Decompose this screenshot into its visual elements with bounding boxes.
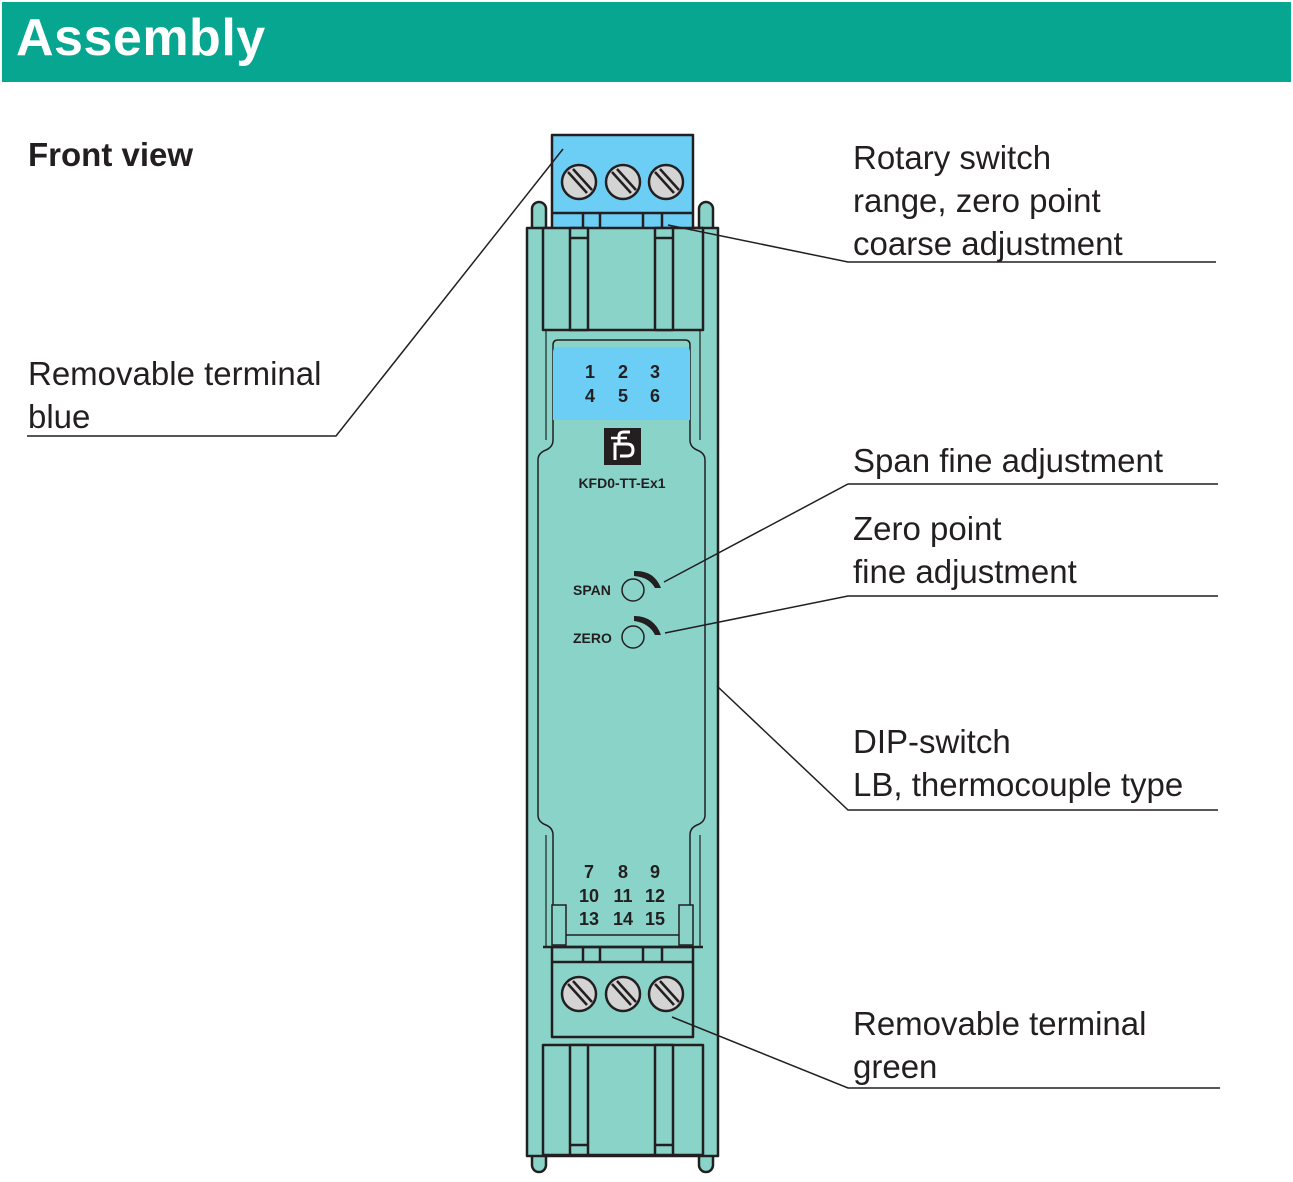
callout-zero-fine: Zero point fine adjustment <box>853 507 1077 593</box>
terminal-number: 15 <box>645 909 665 929</box>
terminal-number: 4 <box>585 386 595 406</box>
terminal-number: 8 <box>618 862 628 882</box>
terminal-number: 11 <box>613 886 632 906</box>
pepperl-fuchs-logo-icon <box>604 428 641 465</box>
terminal-number: 9 <box>650 862 660 882</box>
zero-direction-arc-icon <box>634 616 661 635</box>
callout-text: fine adjustment <box>853 553 1077 590</box>
leader-terminal-green <box>671 1016 1220 1089</box>
terminal-number: 10 <box>579 886 599 906</box>
callout-text: green <box>853 1048 938 1085</box>
callout-span-fine: Span fine adjustment <box>853 439 1163 482</box>
callout-text: coarse adjustment <box>853 225 1123 262</box>
terminal-number: 2 <box>618 362 628 382</box>
callout-rotary-switch: Rotary switch range, zero point coarse a… <box>853 136 1123 265</box>
top-terminal-numbers: 1 2 3 4 5 6 <box>585 362 660 406</box>
leader-dip-switch <box>716 685 1218 811</box>
header-banner: Assembly <box>2 2 1291 82</box>
page-title: Assembly <box>16 9 266 67</box>
terminal-number: 14 <box>613 909 633 929</box>
model-label: KFD0-TT-Ex1 <box>578 475 665 491</box>
span-potentiometer[interactable] <box>621 578 645 602</box>
span-label: SPAN <box>573 582 611 598</box>
terminal-number: 13 <box>579 909 599 929</box>
callout-text: DIP-switch <box>853 723 1011 760</box>
callout-text: Removable terminal <box>28 355 322 392</box>
terminal-number: 7 <box>584 862 594 882</box>
top-label-area <box>553 347 690 420</box>
callout-text: LB, thermocouple type <box>853 766 1184 803</box>
screw-icon <box>604 975 642 1013</box>
leader-zero-fine <box>664 595 1218 634</box>
callout-text: Rotary switch <box>853 139 1052 176</box>
screw-icon <box>560 163 598 201</box>
callout-text: blue <box>28 398 91 435</box>
screw-icon <box>647 975 685 1013</box>
terminal-number: 12 <box>645 886 665 906</box>
callout-text: Zero point <box>853 510 1002 547</box>
leader-rotary-switch <box>667 224 1216 263</box>
leader-span-fine <box>663 483 1218 583</box>
zero-label: ZERO <box>573 630 612 646</box>
callout-text: Span fine adjustment <box>853 442 1164 479</box>
terminal-number: 1 <box>585 362 595 382</box>
top-screws <box>560 163 685 201</box>
callout-text: Removable terminal <box>853 1005 1147 1042</box>
callout-terminal-green: Removable terminal green <box>853 1002 1146 1088</box>
screw-icon <box>647 163 685 201</box>
view-title: Front view <box>28 136 194 173</box>
terminal-number: 6 <box>650 386 660 406</box>
bottom-screws <box>560 975 685 1013</box>
zero-potentiometer[interactable] <box>621 625 645 649</box>
callout-dip-switch: DIP-switch LB, thermocouple type <box>853 720 1183 806</box>
screw-icon <box>560 975 598 1013</box>
callout-text: range, zero point <box>853 182 1101 219</box>
callout-terminal-blue: Removable terminal blue <box>28 352 321 438</box>
bottom-terminal-numbers: 7 8 9 10 11 12 13 14 15 <box>579 862 665 929</box>
leader-terminal-blue <box>27 148 564 437</box>
screw-icon <box>604 163 642 201</box>
span-direction-arc-icon <box>634 570 661 588</box>
terminal-number: 5 <box>618 386 628 406</box>
terminal-number: 3 <box>650 362 660 382</box>
